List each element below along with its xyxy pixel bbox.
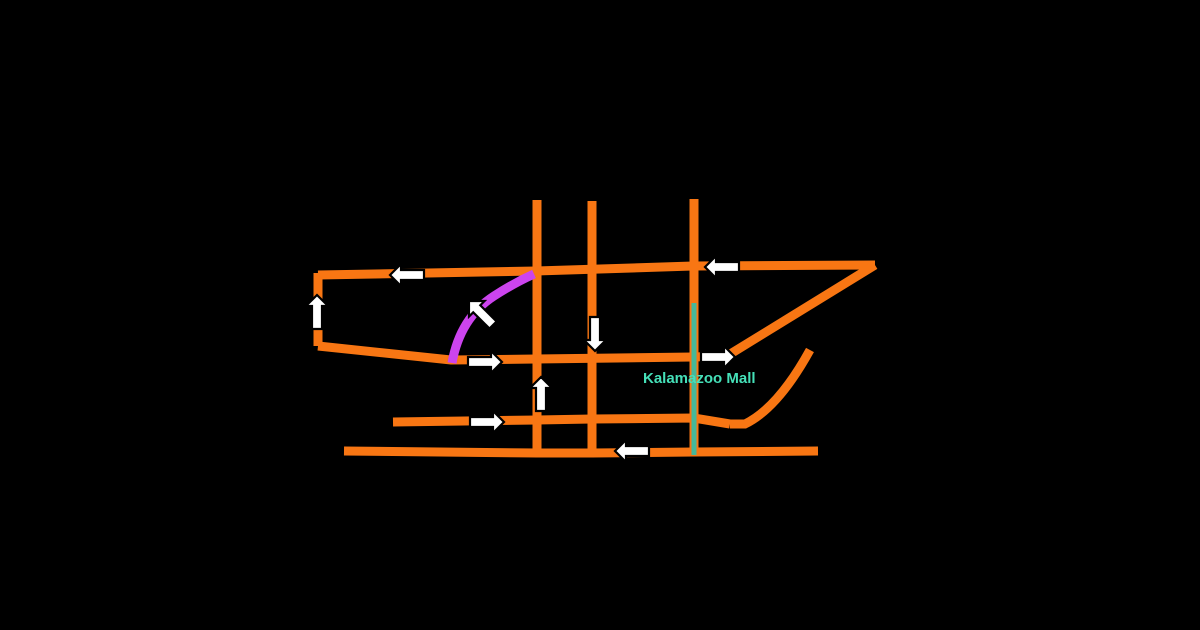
arrow-east-middle-right-icon — [699, 343, 737, 371]
arrow-east-middle-left-icon — [466, 348, 504, 376]
map-label-kalamazoo-mall: Kalamazoo Mall — [643, 370, 756, 387]
highlighted-curved-route[interactable] — [447, 269, 536, 364]
arrow-glyph — [467, 299, 499, 331]
southeast-curved-ramp[interactable] — [730, 347, 814, 429]
upper-east-west-road[interactable] — [317, 260, 876, 280]
arrow-west-top-right-icon — [703, 253, 741, 281]
northeast-diagonal-road[interactable] — [724, 261, 878, 360]
arrow-glyph — [388, 261, 426, 289]
arrow-west-bottom-icon — [613, 437, 651, 465]
arrow-glyph — [581, 315, 609, 353]
arrow-south-center-icon — [527, 375, 555, 413]
direction-arrows-layer — [303, 253, 741, 465]
arrow-glyph — [468, 408, 506, 436]
lower-east-west-road[interactable] — [392, 413, 731, 429]
arrow-glyph — [703, 253, 741, 281]
arrow-glyph — [699, 343, 737, 371]
southern-boundary-road[interactable] — [343, 446, 819, 458]
arrow-glyph — [527, 375, 555, 413]
arrow-southwest-diagonal-icon — [467, 299, 499, 331]
arrow-west-upper-icon — [388, 261, 426, 289]
arrow-east-lower-icon — [468, 408, 506, 436]
arrow-glyph — [303, 293, 331, 331]
arrow-glyph — [466, 348, 504, 376]
arrow-south-left-icon — [303, 293, 331, 331]
central-east-west-road[interactable] — [317, 341, 731, 365]
arrow-glyph — [613, 437, 651, 465]
map-labels-layer: Kalamazoo Mall — [643, 370, 756, 387]
arrow-north-center-icon — [581, 315, 609, 353]
